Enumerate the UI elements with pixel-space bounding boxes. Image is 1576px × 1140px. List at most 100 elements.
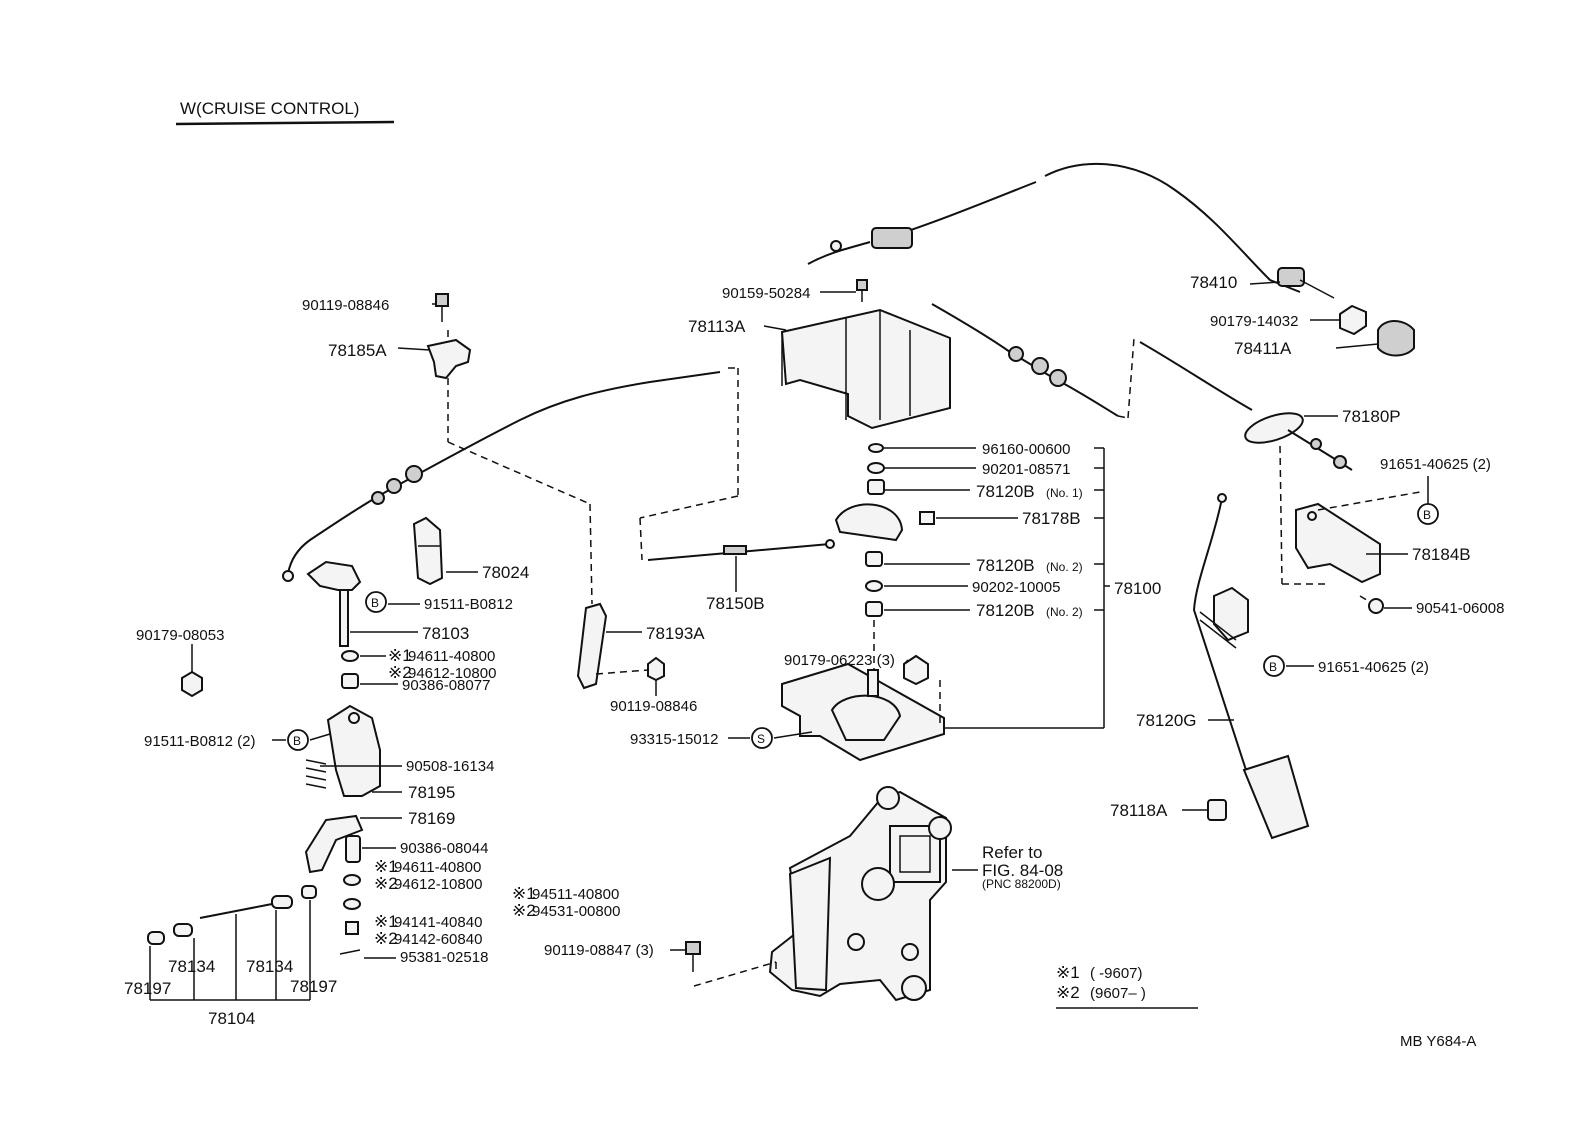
label-91651-40625-mid: 91651-40625 (2) bbox=[1318, 659, 1429, 676]
label-78185A: 78185A bbox=[328, 341, 387, 360]
rod-78104 bbox=[147, 885, 317, 945]
label-90179-08053: 90179-08053 bbox=[136, 627, 224, 644]
label-78120B-no2a-tag: (No. 2) bbox=[1046, 560, 1083, 574]
label-95381-02518: 95381-02518 bbox=[400, 949, 488, 966]
lever-78103 bbox=[306, 560, 362, 689]
label-78178B: 78178B bbox=[1022, 509, 1081, 528]
bracket-78195 bbox=[305, 704, 381, 797]
actuator-bracket bbox=[781, 654, 945, 762]
label-94611-40800-b: 94611-40800 bbox=[394, 859, 481, 876]
mark-n2-d: ※2 bbox=[374, 929, 398, 948]
label-96160-00600: 96160-00600 bbox=[982, 441, 1070, 458]
label-90179-14032: 90179-14032 bbox=[1210, 313, 1298, 330]
label-90179-06223: 90179-06223 (3) bbox=[784, 652, 895, 669]
label-78103: 78103 bbox=[422, 624, 469, 643]
callout-letter: S bbox=[757, 732, 765, 746]
label-90386-08044: 90386-08044 bbox=[400, 840, 488, 857]
label-78184B: 78184B bbox=[1412, 545, 1471, 564]
nut-90179-14032 bbox=[1339, 304, 1367, 336]
cable-78180P bbox=[1139, 341, 1353, 471]
label-93315-15012: 93315-15012 bbox=[630, 731, 718, 748]
callout-letter: B bbox=[293, 734, 301, 748]
label-78100: 78100 bbox=[1114, 579, 1161, 598]
actuator-assembly bbox=[693, 786, 952, 1002]
figure-code: MB Y684-A bbox=[1400, 1033, 1476, 1050]
label-78120B-no2b: 78120B bbox=[976, 601, 1035, 620]
label-91511-B0812: 91511-B0812 bbox=[424, 596, 513, 613]
label-78411A: 78411A bbox=[1234, 339, 1292, 358]
bracket-78184B bbox=[1279, 445, 1421, 585]
label-90159-50284: 90159-50284 bbox=[722, 285, 810, 302]
lever-78169 bbox=[304, 814, 364, 955]
label-78180P: 78180P bbox=[1342, 407, 1401, 426]
rod-brackets bbox=[149, 900, 311, 1001]
label-90119-08846-top: 90119-08846 bbox=[302, 297, 389, 314]
label-78197-a: 78197 bbox=[124, 979, 171, 998]
label-94511-40800: 94511-40800 bbox=[532, 886, 619, 903]
legend-mark-1: ※1 bbox=[1056, 963, 1080, 982]
leader-lines bbox=[191, 281, 1429, 1009]
title-underline bbox=[175, 120, 395, 126]
label-78120G: 78120G bbox=[1136, 711, 1197, 730]
label-90541-06008: 90541-06008 bbox=[1416, 600, 1504, 617]
legend: ※1 ( -9607) ※2 (9607– ) bbox=[1056, 963, 1146, 1002]
bracket-78024 bbox=[412, 516, 444, 586]
callout-letter: B bbox=[1269, 660, 1277, 674]
bolt-90119-08846-top bbox=[435, 293, 449, 322]
clamp-78185A bbox=[426, 338, 472, 380]
diagram-title: W(CRUISE CONTROL) bbox=[180, 99, 359, 118]
bolt-90119-08846-mid bbox=[595, 656, 665, 682]
label-94611-40800-a: 94611-40800 bbox=[408, 648, 495, 665]
label-94612-10800-b: 94612-10800 bbox=[394, 876, 482, 893]
label-78120B-no2b-tag: (No. 2) bbox=[1046, 605, 1083, 619]
callout-letter: B bbox=[1423, 508, 1431, 522]
label-78193A: 78193A bbox=[646, 624, 705, 643]
mark-n2-a: ※2 bbox=[388, 663, 412, 682]
label-78197-b: 78197 bbox=[290, 977, 337, 996]
bolt-90119-08847 bbox=[685, 941, 701, 972]
label-78024: 78024 bbox=[482, 563, 529, 582]
label-94612-10800-a: 94612-10800 bbox=[408, 665, 496, 682]
mark-n1-a: ※1 bbox=[388, 646, 412, 665]
cable-78150B bbox=[647, 539, 835, 561]
label-78134-b: 78134 bbox=[246, 957, 293, 976]
cap-78411A bbox=[1377, 320, 1415, 357]
label-90202-10005: 90202-10005 bbox=[972, 579, 1060, 596]
label-91651-40625-top: 91651-40625 (2) bbox=[1380, 456, 1491, 473]
label-94142-60840: 94142-60840 bbox=[394, 931, 482, 948]
mark-n2-c: ※2 bbox=[512, 901, 536, 920]
label-78169: 78169 bbox=[408, 809, 455, 828]
nut-90179-08053 bbox=[181, 670, 203, 698]
label-78120B-no2a: 78120B bbox=[976, 556, 1035, 575]
refer-note-line3: (PNC 88200D) bbox=[982, 877, 1061, 891]
label-78150B: 78150B bbox=[706, 594, 765, 613]
legend-range-1: ( -9607) bbox=[1090, 965, 1143, 982]
callout-letter: B bbox=[371, 596, 379, 610]
label-78195: 78195 bbox=[408, 783, 455, 802]
label-78120B-no1: 78120B bbox=[976, 482, 1035, 501]
mark-n1-b: ※1 bbox=[374, 857, 398, 876]
pedal-78120G bbox=[1192, 493, 1310, 840]
legend-range-2: (9607– ) bbox=[1090, 985, 1146, 1002]
legend-mark-2: ※2 bbox=[1056, 983, 1080, 1002]
label-90119-08847: 90119-08847 (3) bbox=[544, 942, 654, 959]
actuator-stack-78100 bbox=[834, 443, 935, 676]
label-91511-B0812-2: 91511-B0812 (2) bbox=[144, 733, 255, 750]
actuator-cover-78113A bbox=[780, 308, 951, 430]
label-78104: 78104 bbox=[208, 1009, 255, 1028]
accelerator-cable-78410 bbox=[807, 162, 1335, 299]
mark-n1-d: ※1 bbox=[374, 912, 398, 931]
label-90201-08571: 90201-08571 bbox=[982, 461, 1070, 478]
callout-b-2: B bbox=[287, 729, 309, 751]
callout-b-3: B bbox=[1417, 503, 1439, 525]
mark-n1-c: ※1 bbox=[512, 884, 536, 903]
bolt-90541-06008 bbox=[1359, 595, 1384, 614]
callout-s: S bbox=[751, 727, 773, 749]
refer-note-line1: Refer to bbox=[982, 843, 1042, 862]
label-78134-a: 78134 bbox=[168, 957, 215, 976]
screw-90159-50284 bbox=[856, 279, 868, 302]
label-90508-16134: 90508-16134 bbox=[406, 758, 494, 775]
label-94531-00800: 94531-00800 bbox=[532, 903, 620, 920]
